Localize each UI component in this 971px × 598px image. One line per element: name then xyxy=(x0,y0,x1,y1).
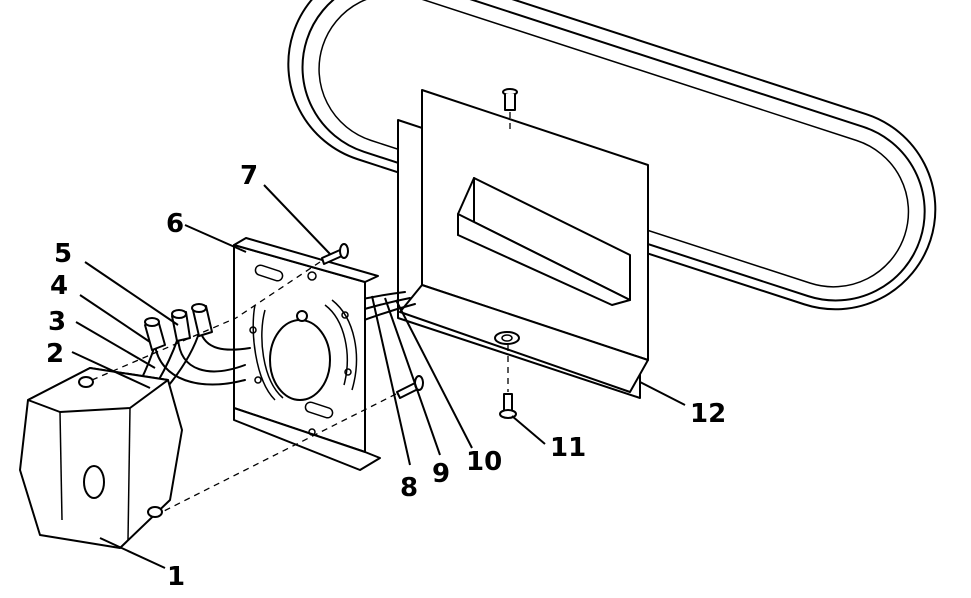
mounting-plate xyxy=(233,237,381,471)
callout-8: 8 xyxy=(400,473,418,503)
callout-9: 9 xyxy=(432,459,450,489)
screw-7-upper xyxy=(235,243,349,319)
callout-12: 12 xyxy=(690,399,726,429)
callout-5: 5 xyxy=(54,239,72,269)
wire-nut-1 xyxy=(144,317,166,351)
callout-6: 6 xyxy=(166,209,184,239)
wire-nut-2 xyxy=(171,309,191,342)
callout-10: 10 xyxy=(466,447,502,477)
callout-11: 11 xyxy=(550,433,586,463)
fixture-body xyxy=(399,89,649,393)
callout-7: 7 xyxy=(240,161,258,191)
wire-nut-3 xyxy=(191,303,213,337)
junction-box xyxy=(19,317,237,549)
callout-3: 3 xyxy=(48,307,66,337)
callout-4: 4 xyxy=(50,271,68,301)
callout-2: 2 xyxy=(46,339,64,369)
callout-1: 1 xyxy=(167,562,185,592)
screw-11-top xyxy=(502,88,518,130)
callout-labels: 1 2 3 4 5 6 7 8 9 10 11 12 xyxy=(46,161,726,592)
leader-lines xyxy=(71,184,686,569)
